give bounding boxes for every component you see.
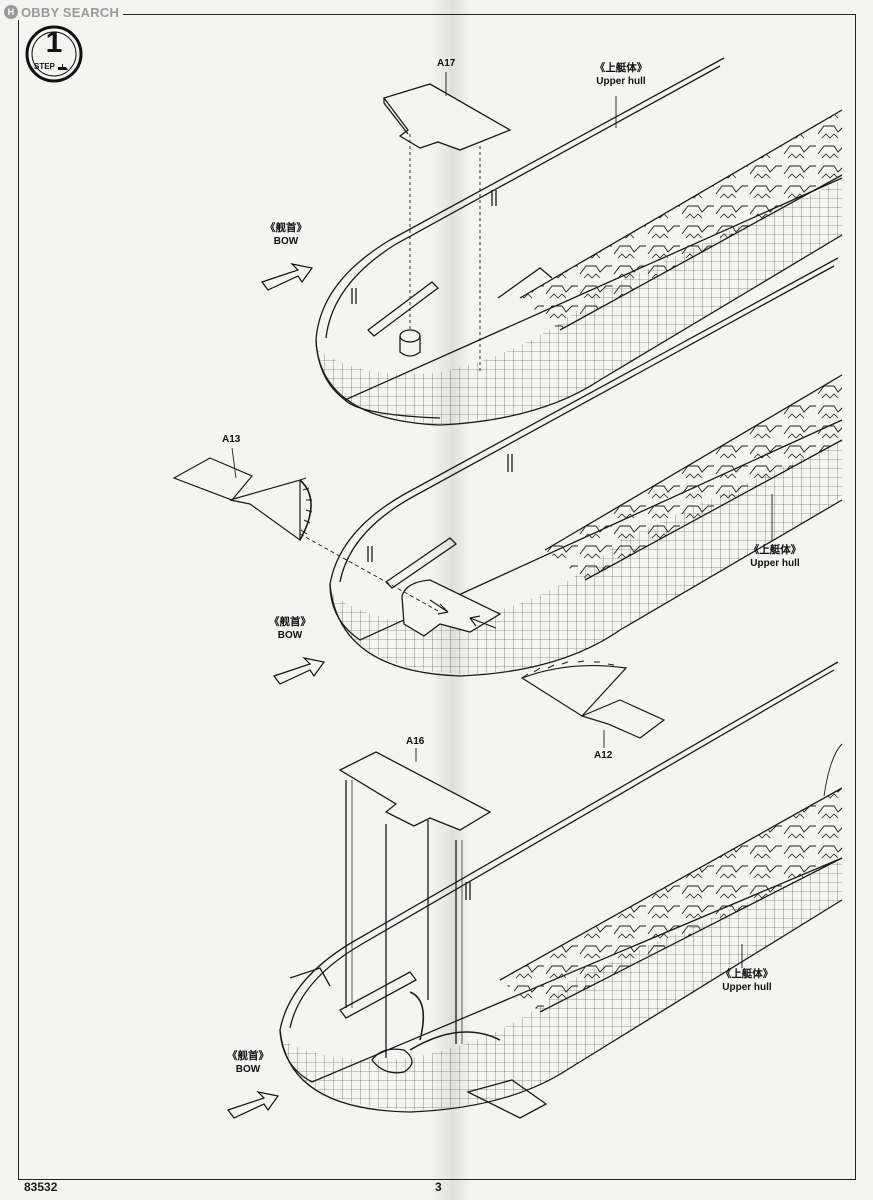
label-upper-hull-2: 《上艇体》 Upper hull	[730, 544, 820, 570]
label-bow-en: BOW	[273, 236, 299, 247]
watermark-text: OBBY SEARCH	[21, 4, 120, 20]
label-bow-en: BOW	[277, 630, 303, 641]
label-bow-cn: 《舰首》	[265, 222, 307, 234]
label-upper-hull-cn: 《上艇体》	[594, 62, 648, 74]
part-label-a13: A13	[222, 434, 241, 445]
page-number: 3	[435, 1180, 442, 1194]
bow-arrow-3	[227, 1091, 280, 1119]
part-label-a17: A17	[437, 58, 456, 69]
label-upper-hull-cn: 《上艇体》	[748, 544, 802, 556]
label-bow-3: 《舰首》 BOW	[208, 1050, 288, 1076]
label-bow-2: 《舰首》 BOW	[250, 616, 330, 642]
label-upper-hull-cn: 《上艇体》	[720, 968, 774, 980]
step-number: 1	[45, 26, 63, 59]
label-bow-en: BOW	[235, 1064, 261, 1075]
label-upper-hull-3: 《上艇体》 Upper hull	[702, 968, 792, 994]
bow-arrow-1	[261, 263, 314, 291]
bow-arrow-2	[273, 657, 326, 685]
step-badge: 1 STEP	[24, 24, 84, 84]
part-a12-rudder	[520, 660, 666, 748]
product-code: 83532	[24, 1180, 58, 1194]
label-upper-hull-1: 《上艇体》 Upper hull	[576, 62, 666, 88]
label-bow-1: 《舰首》 BOW	[246, 222, 326, 248]
hull-top	[315, 57, 843, 426]
part-label-a16: A16	[406, 736, 425, 747]
watermark-logo: H OBBY SEARCH	[4, 4, 124, 20]
part-label-a12: A12	[594, 750, 613, 761]
page-frame	[18, 14, 856, 1180]
step-word: STEP	[34, 62, 55, 71]
hull-middle	[299, 257, 843, 677]
label-upper-hull-en: Upper hull	[722, 982, 772, 993]
label-upper-hull-en: Upper hull	[596, 76, 646, 87]
label-bow-cn: 《舰首》	[269, 616, 311, 628]
hull-bottom	[279, 661, 843, 1119]
label-bow-cn: 《舰首》	[227, 1050, 269, 1062]
watermark-badge: H	[4, 5, 18, 19]
part-a13-rudder	[172, 447, 313, 542]
label-upper-hull-en: Upper hull	[750, 558, 800, 569]
